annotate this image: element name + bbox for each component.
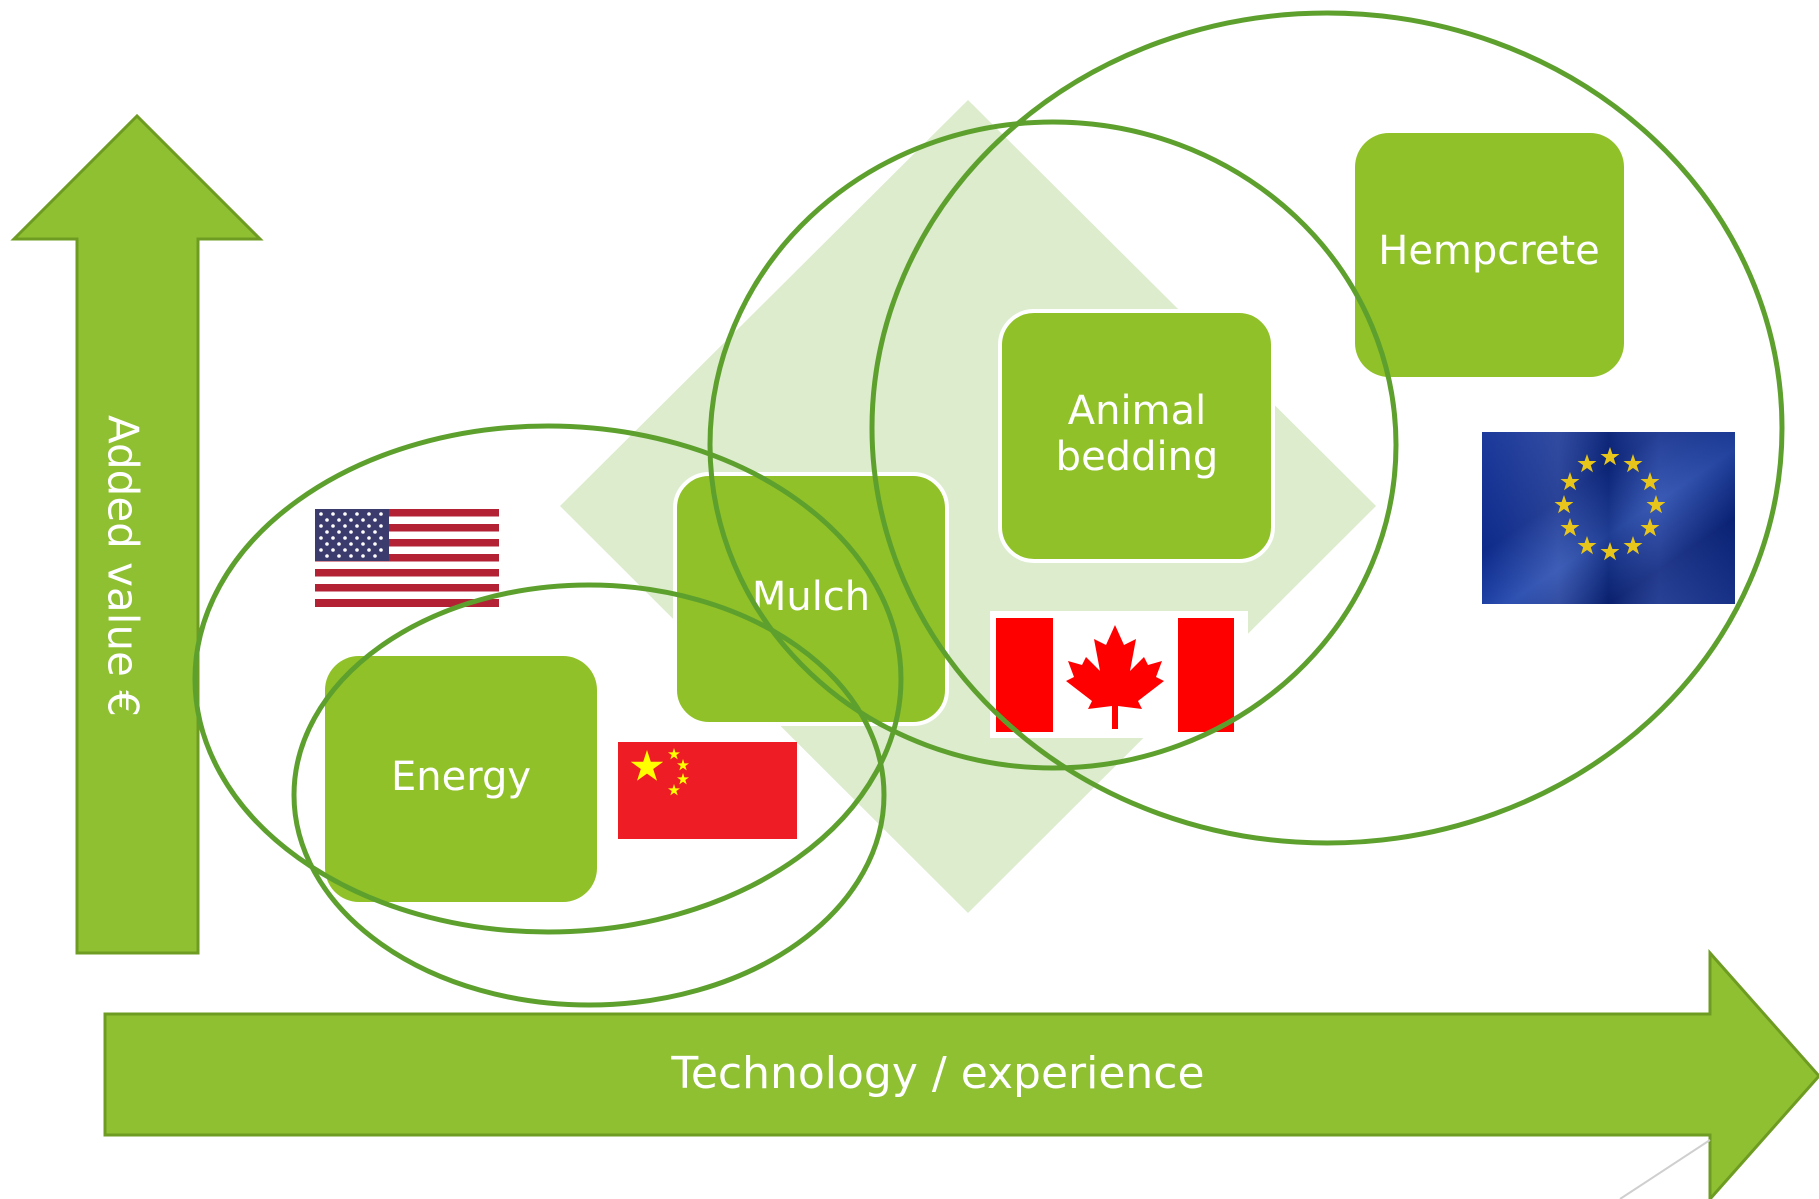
y-axis-label: Added value € xyxy=(99,415,148,717)
canada-ellipse xyxy=(707,119,1399,771)
x-axis-arrow xyxy=(103,949,1819,1199)
animal-bedding-label-line2: bedding xyxy=(1056,434,1219,480)
hempcrete-box xyxy=(1355,133,1624,377)
x-axis-arrow-edge xyxy=(1619,1139,1711,1199)
y-axis-arrow xyxy=(10,113,264,955)
usa-flag-icon xyxy=(315,509,499,607)
energy-box xyxy=(325,656,597,902)
energy-label: Energy xyxy=(391,754,531,800)
china-ellipse xyxy=(291,582,887,1008)
usa-ellipse xyxy=(192,423,904,935)
x-axis-label: Technology / experience xyxy=(670,1048,1204,1099)
china-flag-icon xyxy=(618,742,797,839)
background-diamond xyxy=(560,100,1376,913)
eu-flag-icon xyxy=(1482,432,1735,604)
mulch-label: Mulch xyxy=(752,574,870,620)
mulch-box xyxy=(673,472,949,726)
eu-ellipse xyxy=(869,10,1785,846)
animal-bedding-box xyxy=(998,309,1275,563)
animal-bedding-label-line1: Animal xyxy=(1068,388,1206,434)
canada-flag-icon xyxy=(990,611,1248,738)
hempcrete-label: Hempcrete xyxy=(1378,228,1600,274)
